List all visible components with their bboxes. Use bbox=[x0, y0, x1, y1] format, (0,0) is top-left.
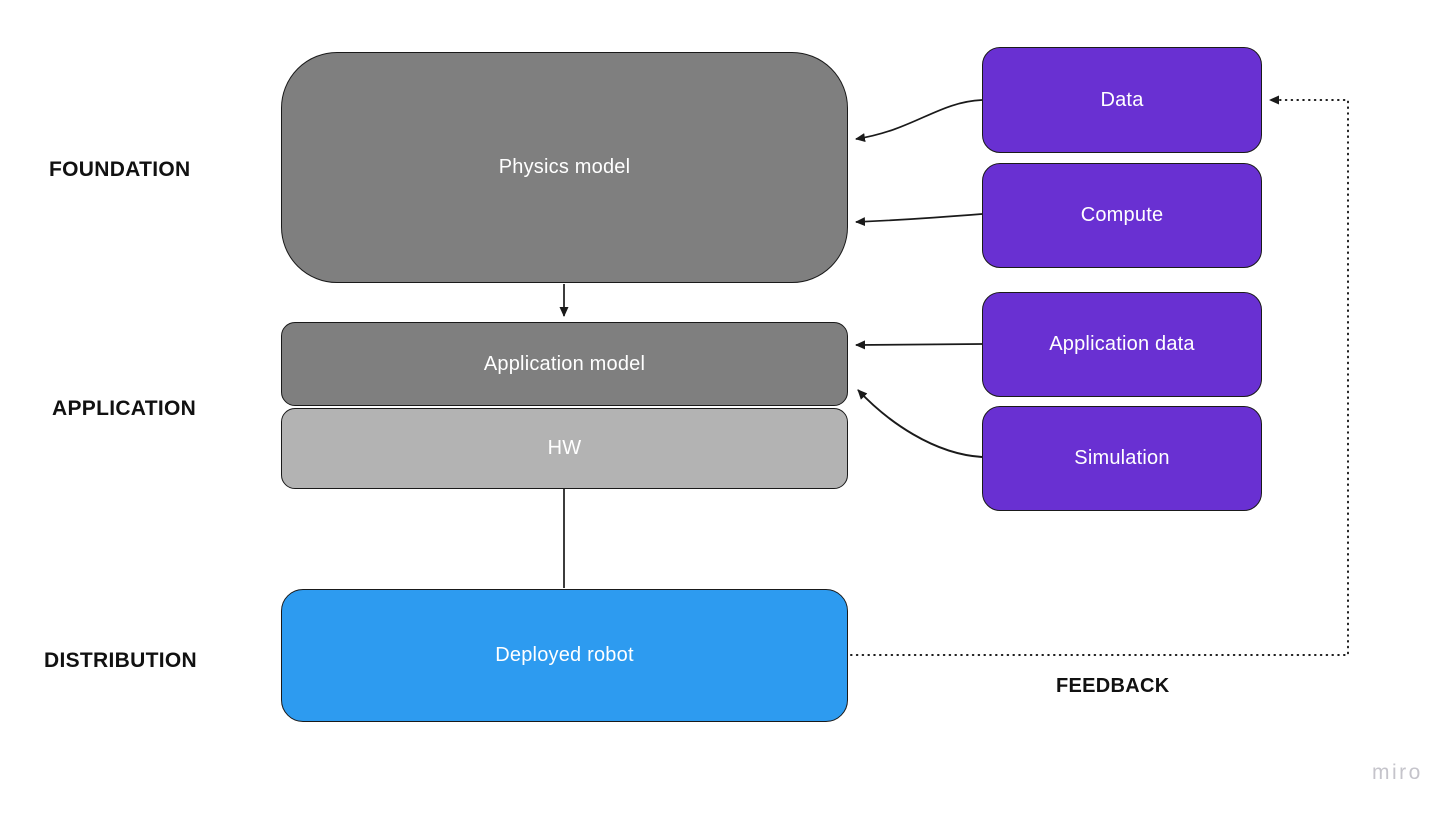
connector-application-data-to-application-model bbox=[855, 340, 983, 350]
feedback-edge-label: FEEDBACK bbox=[1056, 675, 1170, 697]
row-label-distribution: DISTRIBUTION bbox=[44, 649, 197, 672]
node-physics-model-label: Physics model bbox=[498, 156, 631, 178]
node-hw: HW bbox=[281, 408, 848, 489]
node-simulation-label: Simulation bbox=[1074, 447, 1170, 469]
connector-data-to-physics bbox=[855, 99, 983, 143]
node-data-label: Data bbox=[1100, 88, 1144, 111]
connector-simulation-to-application-model bbox=[857, 389, 983, 458]
node-deployed-robot-label: Deployed robot bbox=[495, 644, 634, 666]
connector-compute-to-physics bbox=[855, 213, 983, 227]
node-simulation: Simulation bbox=[982, 406, 1262, 511]
node-compute-label: Compute bbox=[1080, 204, 1164, 226]
node-application-data-label: Application data bbox=[1049, 333, 1195, 355]
node-data: Data bbox=[982, 47, 1262, 153]
node-compute: Compute bbox=[982, 163, 1262, 268]
node-hw-label: HW bbox=[547, 437, 582, 459]
node-application-model-label: Application model bbox=[483, 352, 646, 375]
node-physics-model: Physics model bbox=[281, 52, 848, 283]
node-application-data: Application data bbox=[982, 292, 1262, 397]
miro-watermark: miro bbox=[1372, 761, 1423, 784]
row-label-application: APPLICATION bbox=[52, 397, 197, 420]
row-label-foundation: FOUNDATION bbox=[49, 158, 191, 181]
node-deployed-robot: Deployed robot bbox=[281, 589, 848, 722]
node-application-model: Application model bbox=[281, 322, 848, 406]
